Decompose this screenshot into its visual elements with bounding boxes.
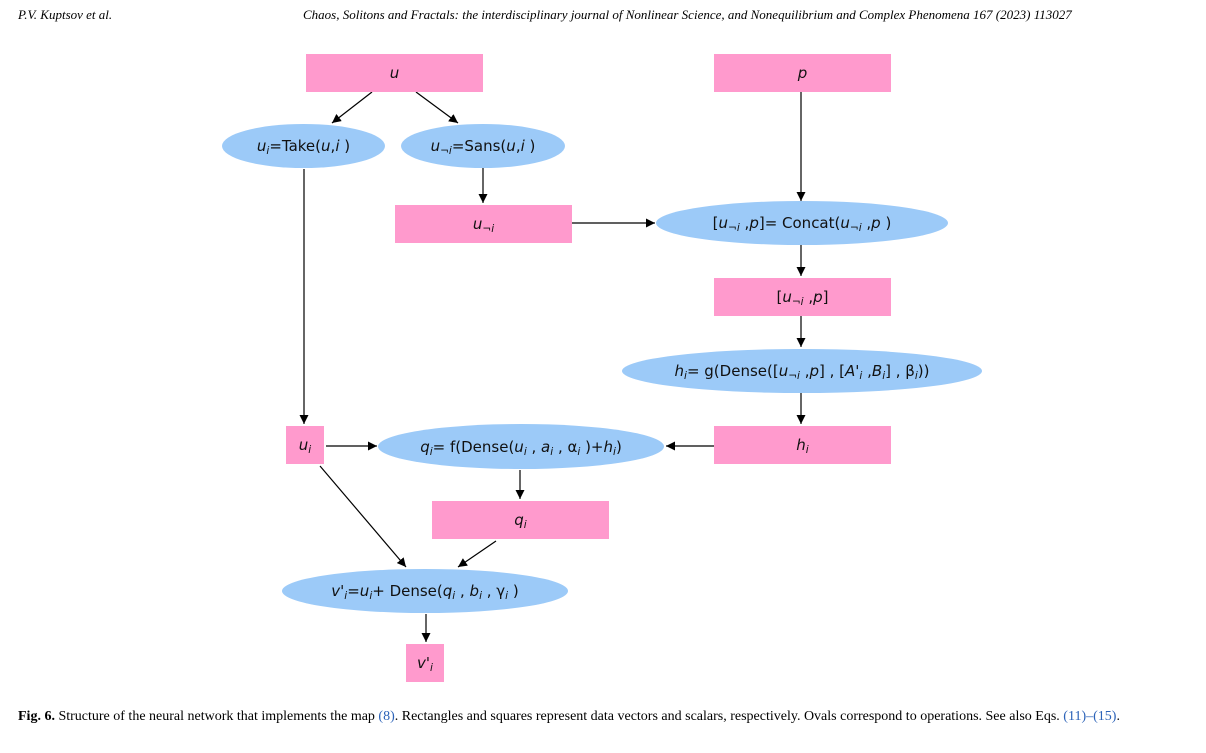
figure-caption: Fig. 6. Structure of the neural network …: [18, 707, 1190, 727]
node-p: p: [714, 54, 891, 92]
caption-text-1: Structure of the neural network that imp…: [54, 709, 379, 724]
running-header-authors: P.V. Kuptsov et al.: [18, 7, 113, 22]
node-u-not-i: u¬i: [395, 205, 572, 243]
edge-u-to-take: [331, 91, 373, 124]
caption-ref-eq-8[interactable]: (8): [378, 709, 395, 724]
node-u-not-i-p: [u¬i , p]: [714, 278, 891, 316]
edge-u-to-sans: [415, 91, 459, 124]
network-diagram-edges: [299, 91, 806, 642]
node-v-prime-i: v'i: [406, 644, 444, 682]
caption-text-3: .: [1116, 709, 1120, 724]
running-header-journal: Chaos, Solitons and Fractals: the interd…: [303, 7, 1072, 22]
caption-ref-eqs-11-15[interactable]: (11)–(15): [1063, 709, 1117, 724]
edge-u-i-to-v-op: [319, 465, 407, 568]
edge-q-i-to-v-op: [457, 540, 497, 568]
node-concat-op: [u¬i , p]= Concat(u¬i , p ): [656, 201, 948, 245]
caption-text-2: . Rectangles and squares represent data …: [394, 709, 1064, 724]
node-u: u: [306, 54, 483, 92]
node-sans-op: u¬i=Sans(u, i ): [401, 124, 565, 168]
caption-label: Fig. 6.: [18, 709, 55, 724]
